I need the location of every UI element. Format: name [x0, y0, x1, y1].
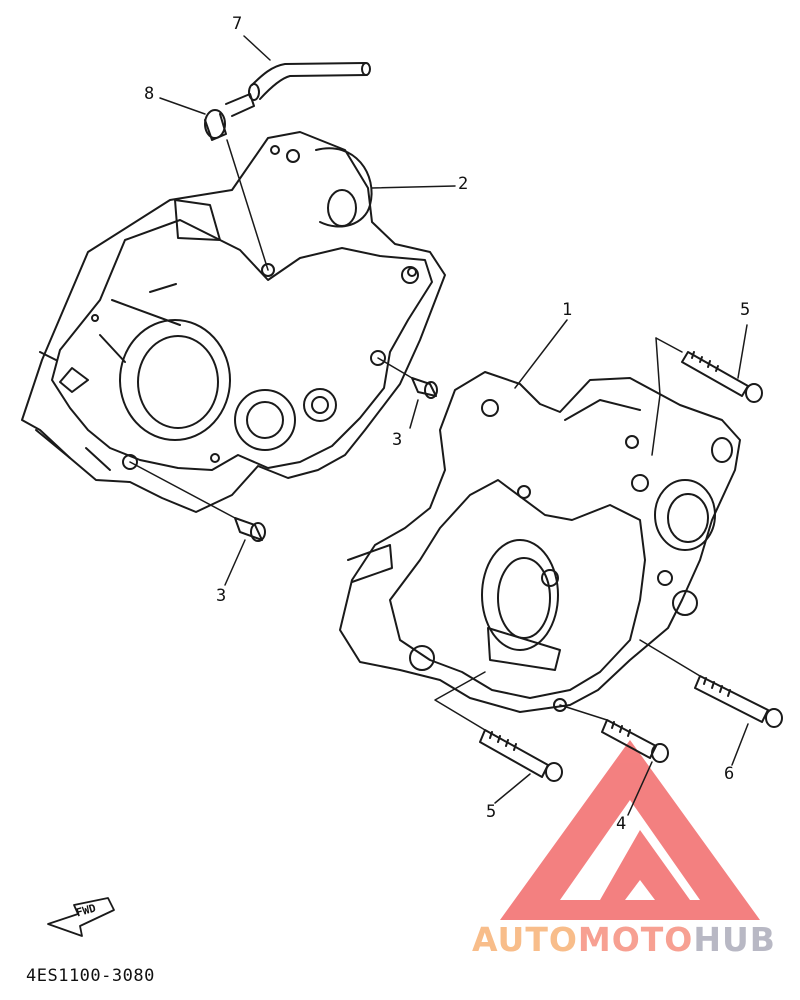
callout-2: 2: [458, 174, 469, 194]
breather-hose: [248, 62, 371, 101]
bolt-short-center: [601, 719, 669, 763]
watermark-text: AUTOMOTOHUB: [472, 920, 776, 959]
part-code: 4ES1100-3080: [26, 966, 155, 986]
right-crankcase: [339, 371, 741, 713]
callout-5-upper: 5: [740, 300, 751, 320]
watermark-auto: AUTO: [472, 920, 578, 959]
callout-5-lower: 5: [486, 802, 497, 822]
callout-3-right: 3: [392, 430, 403, 450]
fwd-arrow-icon: [47, 897, 115, 937]
bolt-long-right: [694, 675, 783, 728]
callout-3-left: 3: [216, 586, 227, 606]
dowel-pin-lower: [234, 517, 266, 542]
watermark-moto: MOTO: [577, 920, 694, 959]
callout-6: 6: [724, 764, 735, 784]
left-crankcase: [21, 131, 446, 513]
callout-1: 1: [562, 300, 573, 320]
leader-lines: [159, 35, 749, 816]
watermark-hub: HUB: [693, 920, 776, 959]
callout-4: 4: [616, 814, 627, 834]
bolt-lower-left: [479, 729, 563, 782]
bolt-upper-right: [681, 351, 763, 403]
alignment-lines: [129, 139, 701, 731]
dowel-pin-upper: [411, 377, 438, 399]
callout-8: 7: [232, 14, 243, 34]
callout-7: 8: [144, 84, 155, 104]
hose-fitting: [204, 93, 255, 141]
watermark-logo-icon: [500, 740, 760, 920]
